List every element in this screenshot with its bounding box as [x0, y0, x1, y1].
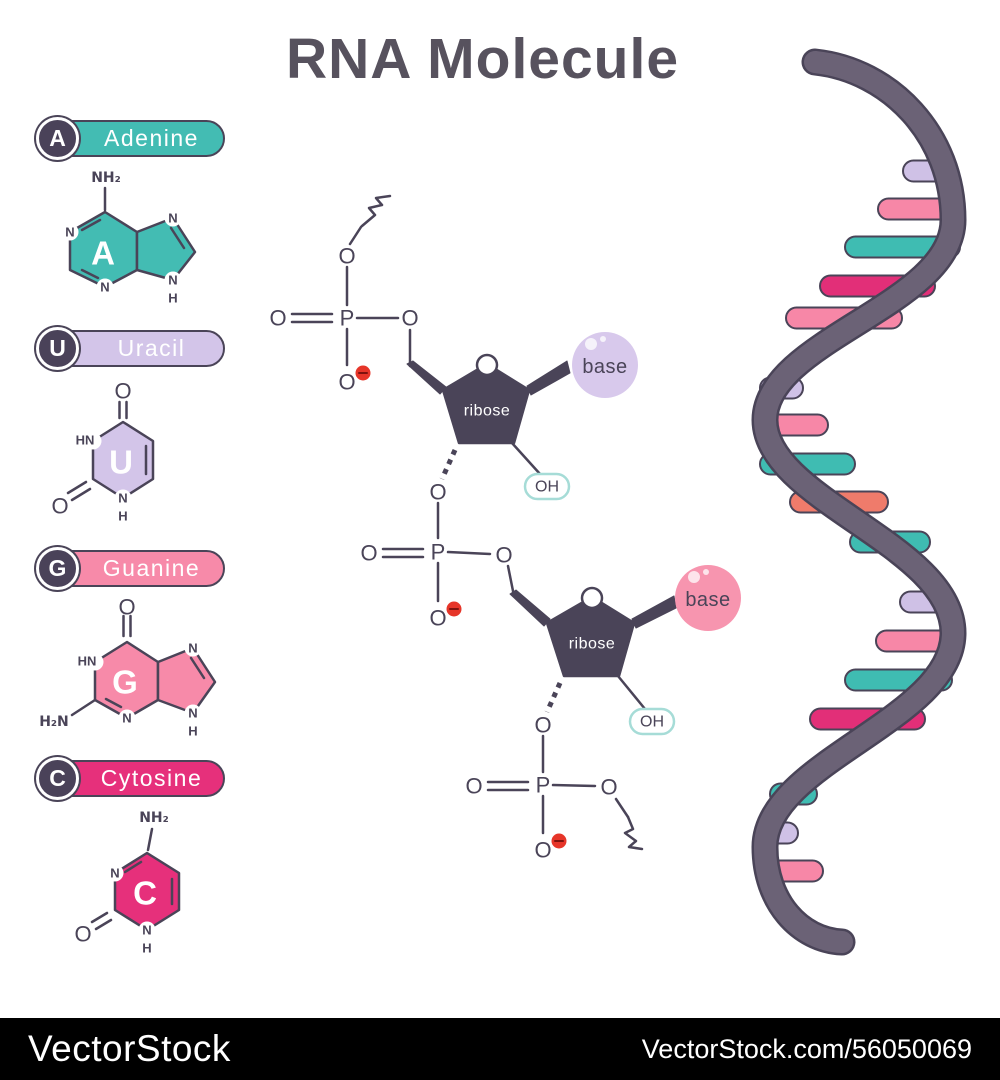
legend-pill-adenine: A Adenine: [36, 117, 225, 160]
watermark-bar: VectorStock VectorStock.com/56050069: [0, 1018, 1000, 1080]
atom-p: P: [536, 773, 551, 798]
atom-n: N: [110, 866, 119, 881]
atom-n: N: [65, 225, 74, 240]
atom-n: N: [188, 641, 197, 656]
atom-p: P: [340, 306, 355, 331]
guanine-atoms: O H₂N HN N N N H G: [39, 595, 202, 739]
oh-label: OH: [640, 714, 664, 731]
cytosine-bonds: [90, 827, 181, 932]
uracil-label: Uracil: [117, 335, 186, 361]
uracil-atoms: O O HN N H U: [51, 379, 132, 524]
base-label: base: [582, 356, 627, 378]
cytosine-label: Cytosine: [100, 765, 203, 791]
uracil-badge: U: [36, 327, 79, 370]
atom-o: O: [600, 775, 617, 800]
atom-h: H: [188, 724, 197, 739]
negative-charge-badge: [551, 833, 567, 849]
atom-o: O: [429, 480, 446, 505]
uracil-ring-letter: U: [109, 444, 133, 481]
atom-o: O: [269, 306, 286, 331]
adenine-structure: NH₂ N N N N H A: [61, 170, 197, 306]
ring-oxygen: [580, 586, 604, 610]
atom-n: N: [118, 491, 127, 506]
atom-o: O: [534, 713, 551, 738]
adenine-label: Adenine: [104, 125, 199, 151]
nucleotide-unit-1: O P O O O ribose base: [269, 194, 638, 505]
nucleotide-unit-2: P O O O ribose base: [360, 501, 741, 738]
base-ball-pink: base: [675, 565, 741, 631]
atom-o: O: [118, 595, 135, 620]
atom-nh2: NH₂: [139, 810, 169, 826]
legend-pill-guanine: G Guanine: [36, 547, 225, 590]
atom-n: N: [168, 211, 177, 226]
atom-p: P: [431, 540, 446, 565]
base-label: base: [685, 589, 730, 611]
cytosine-atoms: NH₂ O N N H C: [74, 810, 168, 956]
watermark-reference: VectorStock.com/56050069: [641, 1033, 972, 1064]
atom-hn: HN: [78, 654, 97, 669]
atom-o: O: [74, 922, 91, 947]
atom-n: N: [122, 711, 131, 726]
atom-h: H: [118, 509, 127, 524]
cytosine-letter: C: [49, 765, 66, 791]
guanine-ring-letter: G: [112, 664, 138, 701]
uracil-bonds: [66, 400, 155, 502]
ring-oxygen: [475, 353, 499, 377]
ribose-label: ribose: [569, 636, 616, 653]
base-ball-lavender: base: [572, 332, 638, 398]
oh-group: OH: [523, 472, 571, 501]
backbone-diagram: O P O O O ribose base: [269, 194, 741, 863]
guanine-label: Guanine: [102, 555, 201, 581]
atom-o: O: [465, 774, 482, 799]
atom-nh2: NH₂: [91, 170, 121, 186]
adenine-letter: A: [49, 125, 66, 151]
negative-charge-badge: [355, 365, 371, 381]
legend-pill-cytosine: C Cytosine: [36, 757, 225, 800]
atom-n: N: [142, 923, 151, 938]
oh-label: OH: [535, 479, 559, 496]
atom-o-negative: O: [429, 606, 446, 631]
atom-o: O: [360, 541, 377, 566]
atom-o: O: [114, 379, 131, 404]
guanine-letter: G: [48, 555, 67, 581]
cytosine-structure: NH₂ O N N H C: [74, 810, 181, 956]
oh-group: OH: [628, 707, 676, 736]
page-title: RNA Molecule: [285, 27, 680, 91]
guanine-structure: O H₂N HN N N N H G: [39, 595, 217, 739]
rna-helix: [751, 48, 967, 956]
chain-squiggle-bottom: [623, 815, 644, 851]
watermark-brand: VectorStock: [28, 1028, 231, 1069]
ribose-label: ribose: [464, 403, 511, 420]
legend-pill-uracil: U Uracil: [36, 327, 225, 370]
atom-n: N: [100, 280, 109, 295]
adenine-ring-letter: A: [91, 235, 115, 272]
atom-hn: HN: [76, 433, 95, 448]
cytosine-badge: C: [36, 757, 79, 800]
atom-o: O: [401, 306, 418, 331]
cytosine-ring-letter: C: [133, 875, 157, 912]
negative-charge-badge: [446, 601, 462, 617]
uracil-letter: U: [49, 335, 66, 361]
atom-o: O: [338, 244, 355, 269]
atom-h2n: H₂N: [39, 714, 69, 730]
adenine-atoms: NH₂ N N N N H A: [61, 170, 182, 306]
atom-n: N: [168, 273, 177, 288]
phosphate-unit-3: P O O O: [465, 734, 644, 863]
atom-h: H: [168, 291, 177, 306]
uracil-structure: O O HN N H U: [51, 379, 155, 524]
atom-o: O: [495, 543, 512, 568]
atom-n: N: [188, 706, 197, 721]
atom-o-negative: O: [338, 370, 355, 395]
atom-o: O: [51, 494, 68, 519]
guanine-badge: G: [36, 547, 79, 590]
atom-o-negative: O: [534, 838, 551, 863]
atom-h: H: [142, 941, 151, 956]
helix-strand: [751, 48, 967, 956]
adenine-badge: A: [36, 117, 79, 160]
chain-squiggle-top: [360, 194, 392, 228]
